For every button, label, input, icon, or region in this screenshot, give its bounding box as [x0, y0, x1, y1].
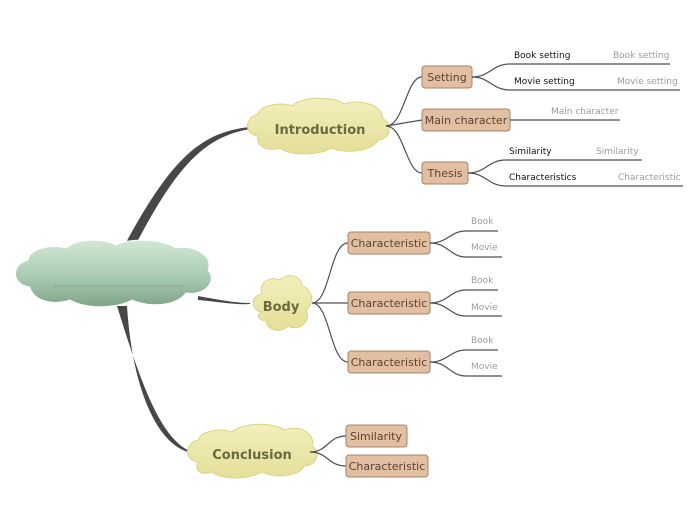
conclusion-characteristic-label: Characteristic	[349, 460, 426, 473]
subtopic-setting[interactable]: Setting	[421, 65, 473, 89]
leaf-characteristics[interactable]: Characteristics	[509, 173, 577, 183]
body-connectors	[311, 242, 349, 363]
introduction-cloud	[247, 97, 390, 155]
body-characteristic-1[interactable]: Characteristic	[347, 231, 431, 255]
body-movie-3[interactable]: Movie	[471, 362, 498, 372]
leaf-movie-setting[interactable]: Movie setting	[514, 77, 575, 87]
body-characteristic-2[interactable]: Characteristic	[347, 291, 431, 315]
body-label: Body	[263, 300, 300, 315]
conclusion-similarity-label: Similarity	[350, 430, 402, 443]
conclusion-cloud	[187, 423, 318, 479]
note-similarity: Similarity	[596, 147, 639, 157]
conclusion-label: Conclusion	[212, 448, 292, 463]
body-cloud	[252, 275, 312, 331]
leaf-similarity[interactable]: Similarity	[509, 147, 552, 157]
body-characteristic-1-label: Characteristic	[351, 237, 428, 250]
main-branches	[117, 127, 250, 453]
topic-conclusion[interactable]: Conclusion	[187, 423, 318, 479]
introduction-connectors	[385, 76, 423, 174]
note-movie-setting: Movie setting	[617, 77, 678, 87]
body-characteristic-2-label: Characteristic	[351, 297, 428, 310]
subtopic-main-character[interactable]: Main character	[421, 108, 511, 132]
body-book-3[interactable]: Book	[471, 336, 494, 346]
topic-introduction[interactable]: Introduction	[247, 97, 390, 155]
branch-to-body	[198, 296, 250, 305]
subtopic-setting-label: Setting	[427, 71, 466, 84]
subtopic-thesis-label: Thesis	[427, 167, 463, 180]
body-movie-2[interactable]: Movie	[471, 303, 498, 313]
central-topic-cloud	[15, 239, 212, 308]
note-characteristics: Characteristic	[618, 173, 681, 183]
body-book-1[interactable]: Book	[471, 217, 494, 227]
body-leaf-connectors	[429, 230, 502, 377]
body-movie-1[interactable]: Movie	[471, 243, 498, 253]
body-characteristic-3[interactable]: Characteristic	[347, 350, 431, 374]
subtopic-main-character-label: Main character	[425, 114, 508, 127]
branch-to-conclusion	[117, 306, 192, 453]
note-main-character: Main character	[551, 107, 619, 117]
branch-to-introduction	[122, 127, 250, 252]
introduction-label: Introduction	[275, 123, 366, 138]
conclusion-similarity[interactable]: Similarity	[345, 424, 408, 448]
leaf-book-setting[interactable]: Book setting	[514, 51, 570, 61]
body-characteristic-3-label: Characteristic	[351, 356, 428, 369]
conclusion-connectors	[309, 435, 347, 467]
setting-children-connectors	[467, 63, 683, 187]
body-book-2[interactable]: Book	[471, 276, 494, 286]
conclusion-characteristic[interactable]: Characteristic	[345, 454, 429, 478]
topic-body[interactable]: Body	[252, 275, 312, 331]
subtopic-thesis[interactable]: Thesis	[421, 161, 469, 185]
central-topic[interactable]	[15, 239, 212, 308]
note-book-setting: Book setting	[613, 51, 669, 61]
